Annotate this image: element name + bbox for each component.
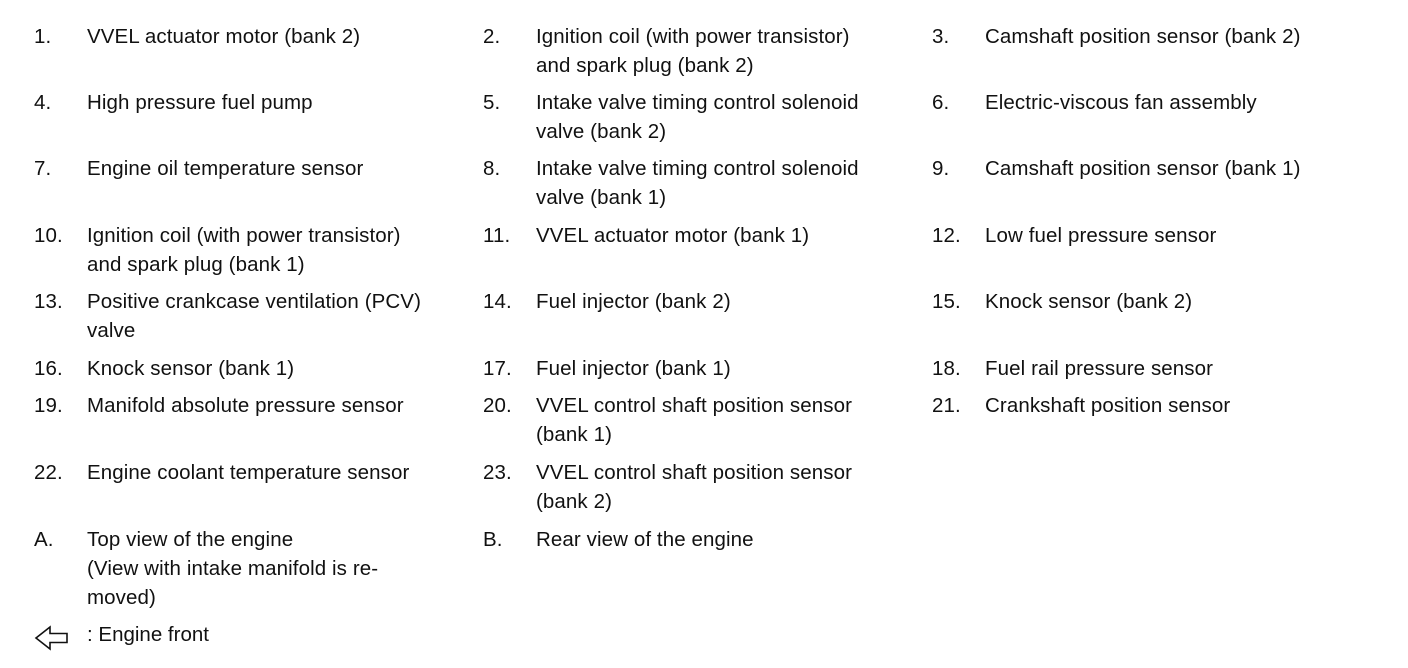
entry-number: 6. [932, 91, 950, 114]
entry-label: Positive crankcase ventilation (PCV) val… [87, 290, 422, 342]
legend-row: 4. High pressure fuel pump 5. Intake val… [0, 88, 1408, 148]
entry-number: 10. [34, 224, 63, 247]
entry-number: 18. [932, 357, 961, 380]
entry-number: 2. [483, 25, 501, 48]
entry-number: 3. [932, 25, 950, 48]
legend-row: 1. VVEL actuator motor (bank 2) 2. Ignit… [0, 22, 1408, 82]
entry-number: 22. [34, 461, 63, 484]
engine-front-note: : Engine front [34, 620, 434, 652]
entry-number: 16. [34, 357, 63, 380]
entry-number: A. [34, 528, 54, 551]
entry-number: 19. [34, 394, 63, 417]
entry-label: Manifold absolute pressure sensor [87, 394, 404, 417]
entry-number: 12. [932, 224, 961, 247]
entry-number: 11. [483, 224, 511, 247]
entry-label: Engine coolant temperature sensor [87, 461, 410, 484]
entry-label: Engine oil temperature sensor [87, 157, 364, 180]
legend-row: 19. Manifold absolute pressure sensor 20… [0, 391, 1408, 451]
legend-row: 22. Engine coolant temperature sensor 23… [0, 458, 1408, 518]
engine-front-label: : Engine front [87, 623, 209, 646]
entry-number: 7. [34, 157, 52, 180]
entry-label: Fuel injector (bank 2) [536, 290, 731, 313]
entry-label: Camshaft position sensor (bank 1) [985, 157, 1301, 180]
hollow-arrow-left-icon [34, 624, 70, 652]
entry-label: Fuel rail pressure sensor [985, 357, 1214, 380]
legend-row: 13. Positive crankcase ventilation (PCV)… [0, 287, 1408, 347]
entry-label: VVEL actuator motor (bank 2) [87, 25, 361, 48]
entry-label: VVEL control shaft position sensor (bank… [536, 461, 853, 513]
legend-row: 7. Engine oil temperature sensor 8. Inta… [0, 154, 1408, 214]
entry-label: VVEL control shaft position sensor (bank… [536, 394, 853, 446]
entry-number: 9. [932, 157, 950, 180]
entry-number: 20. [483, 394, 512, 417]
entry-number: 23. [483, 461, 512, 484]
entry-number: 13. [34, 290, 63, 313]
entry-label: Crankshaft position sensor [985, 394, 1231, 417]
legend-row: 10. Ignition coil (with power transistor… [0, 221, 1408, 281]
entry-label: Knock sensor (bank 1) [87, 357, 295, 380]
entry-number: 4. [34, 91, 52, 114]
entry-label: Ignition coil (with power transistor) an… [87, 224, 401, 276]
entry-number: 15. [932, 290, 961, 313]
entry-label: Ignition coil (with power transistor) an… [536, 25, 850, 77]
legend-row: A. Top view of the engine (View with int… [0, 525, 1408, 615]
entry-label: Fuel injector (bank 1) [536, 357, 731, 380]
entry-label: Top view of the engine (View with intake… [87, 528, 379, 609]
entry-number: 1. [34, 25, 52, 48]
entry-label: Low fuel pressure sensor [985, 224, 1217, 247]
entry-number: 14. [483, 290, 512, 313]
entry-label: Rear view of the engine [536, 528, 754, 551]
entry-label: Intake valve timing control solenoid val… [536, 157, 859, 209]
entry-label: VVEL actuator motor (bank 1) [536, 224, 810, 247]
entry-label: High pressure fuel pump [87, 91, 313, 114]
entry-number: 17. [483, 357, 512, 380]
entry-number: 21. [932, 394, 961, 417]
entry-number: B. [483, 528, 503, 551]
entry-number: 8. [483, 157, 501, 180]
entry-label: Camshaft position sensor (bank 2) [985, 25, 1301, 48]
legend-row: 16. Knock sensor (bank 1) 17. Fuel injec… [0, 354, 1408, 414]
entry-number: 5. [483, 91, 501, 114]
entry-label: Knock sensor (bank 2) [985, 290, 1193, 313]
entry-label: Intake valve timing control solenoid val… [536, 91, 859, 143]
entry-label: Electric-viscous fan assembly [985, 91, 1257, 114]
